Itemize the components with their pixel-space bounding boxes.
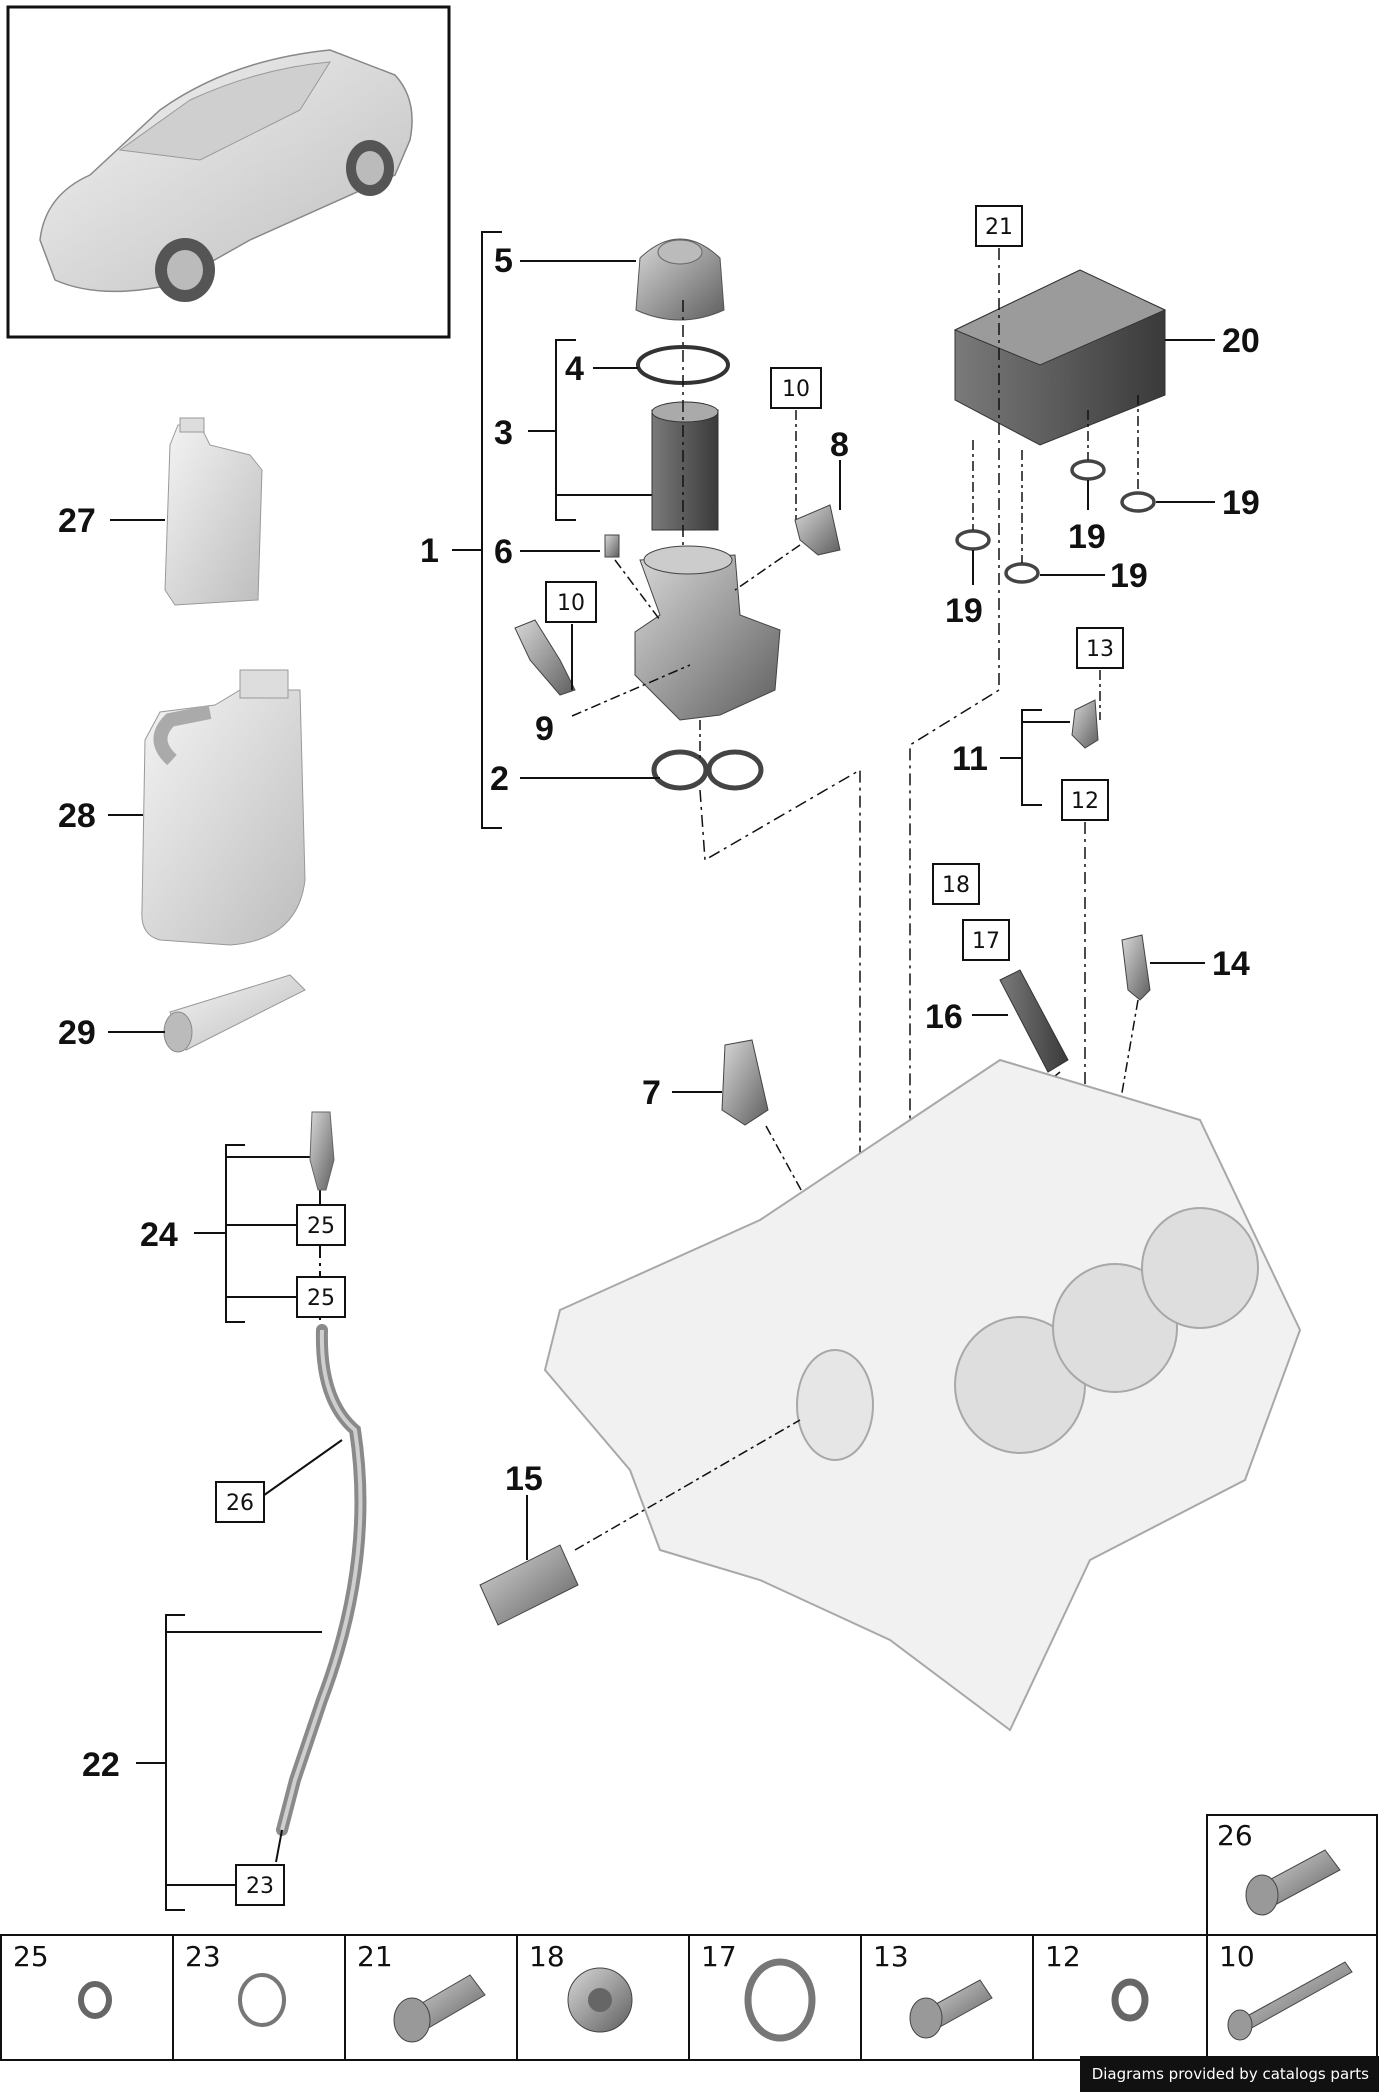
box-25-upper-label: 25: [307, 1214, 335, 1239]
hardware-cell-21: 21: [357, 1940, 393, 1973]
callout-6: 6: [494, 533, 513, 571]
bolt-10-icon: [1227, 1961, 1353, 2041]
dipstick-sensor: [309, 1111, 335, 1191]
washer-12-icon: [1111, 1978, 1149, 2022]
axis-7: [765, 1125, 846, 1271]
axis-8: [734, 544, 801, 591]
seal-17-icon: [744, 1958, 816, 2042]
box-25-lower: [296, 1276, 346, 1318]
box-21: [975, 205, 1023, 247]
bolt-21-icon: [393, 1974, 486, 2043]
callout-14: 14: [1212, 945, 1250, 983]
box-10-upper: [770, 367, 822, 409]
axis-9: [571, 664, 691, 717]
sensor-6: [604, 534, 620, 558]
hardware-cell-23: 23: [185, 1940, 221, 1973]
callout-11: 11: [952, 740, 988, 778]
box-10-lower: [545, 581, 597, 623]
hardware-cell-18: 18: [529, 1940, 565, 1973]
axis-21: [909, 248, 1000, 1285]
filter-housing: [634, 545, 781, 721]
box-10-lower-label: 10: [557, 591, 585, 616]
box-10-upper-label: 10: [782, 377, 810, 402]
callout-3: 3: [494, 414, 513, 452]
oil-canister: [141, 669, 306, 946]
washer-25-icon: [78, 1981, 112, 2019]
callout-24: 24: [140, 1216, 178, 1254]
axis-15: [574, 1419, 801, 1551]
hardware-table: [0, 1814, 1378, 2061]
callout-15: 15: [505, 1460, 543, 1498]
bracket-1: [452, 231, 654, 829]
callout-16: 16: [925, 998, 963, 1036]
bolt-13-icon: [909, 1979, 993, 2039]
oil-filter-cap: [635, 238, 725, 321]
oil-bottle-1l: [164, 417, 263, 606]
bracket-11: [1000, 709, 1070, 806]
callout-8: 8: [830, 426, 849, 464]
box-18-label: 18: [942, 873, 970, 898]
hardware-cell-26: 26: [1217, 1819, 1253, 1852]
valve-16: [999, 969, 1069, 1073]
bracket-9-part: [514, 619, 576, 696]
callout-22: 22: [82, 1746, 120, 1784]
box-25-lower-label: 25: [307, 1286, 335, 1311]
plug-18-icon: [567, 1967, 633, 2033]
callout-27: 27: [58, 502, 96, 540]
box-21-label: 21: [985, 215, 1013, 240]
sensor-7: [721, 1039, 769, 1126]
box-12-label: 12: [1071, 789, 1099, 814]
callout-29: 29: [58, 1014, 96, 1052]
footer-credit: Diagrams provided by catalogs parts: [1079, 2056, 1379, 2092]
callout-19d: 19: [1110, 557, 1148, 595]
box-23-label: 23: [246, 1874, 274, 1899]
callout-1: 1: [420, 532, 439, 570]
callout-5: 5: [494, 242, 513, 280]
box-18: [932, 863, 980, 905]
box-13-label: 13: [1086, 637, 1114, 662]
bracket-8-part: [794, 504, 841, 556]
dipstick-tube: [276, 1324, 367, 1836]
grease-tube: [163, 974, 306, 1053]
axes-19: [972, 395, 1139, 563]
hardware-cell-25: 25: [13, 1940, 49, 1973]
o-ring-23-icon: [238, 1973, 286, 2027]
callout-28: 28: [58, 797, 96, 835]
sensor-11: [1071, 699, 1099, 749]
sensor-15: [479, 1544, 579, 1626]
o-rings-19: [955, 459, 1156, 584]
box-25-upper: [296, 1204, 346, 1246]
box-17-label: 17: [972, 929, 1000, 954]
callout-19c: 19: [945, 592, 983, 630]
callout-9: 9: [535, 710, 554, 748]
box-12: [1061, 779, 1109, 821]
engine-block: [543, 1058, 1302, 1732]
callout-2: 2: [490, 760, 509, 798]
box-23: [235, 1864, 285, 1906]
sensor-14: [1121, 934, 1151, 1001]
bolt-26-icon: [1245, 1849, 1341, 1916]
hardware-cell-13: 13: [873, 1940, 909, 1973]
hardware-cell-10: 10: [1219, 1940, 1255, 1973]
oil-cooler: [953, 269, 1167, 446]
hardware-cell-12: 12: [1045, 1940, 1081, 1973]
vehicle-thumbnail: [6, 5, 451, 339]
filter-element: [651, 401, 719, 531]
axis-2-lower: [699, 768, 861, 1270]
callout-19a: 19: [1068, 518, 1106, 556]
clamp-2: [651, 749, 764, 791]
box-26: [215, 1481, 265, 1523]
box-26-label: 26: [226, 1491, 254, 1516]
hardware-cell-17: 17: [701, 1940, 737, 1973]
callout-7: 7: [642, 1074, 661, 1112]
box-17: [962, 919, 1010, 961]
dipstick-tube-highlight: [280, 1329, 363, 1831]
callout-19b: 19: [1222, 484, 1260, 522]
axis-6: [614, 559, 661, 621]
callout-4: 4: [565, 350, 584, 388]
callout-20: 20: [1222, 322, 1260, 360]
box-13: [1076, 627, 1124, 669]
